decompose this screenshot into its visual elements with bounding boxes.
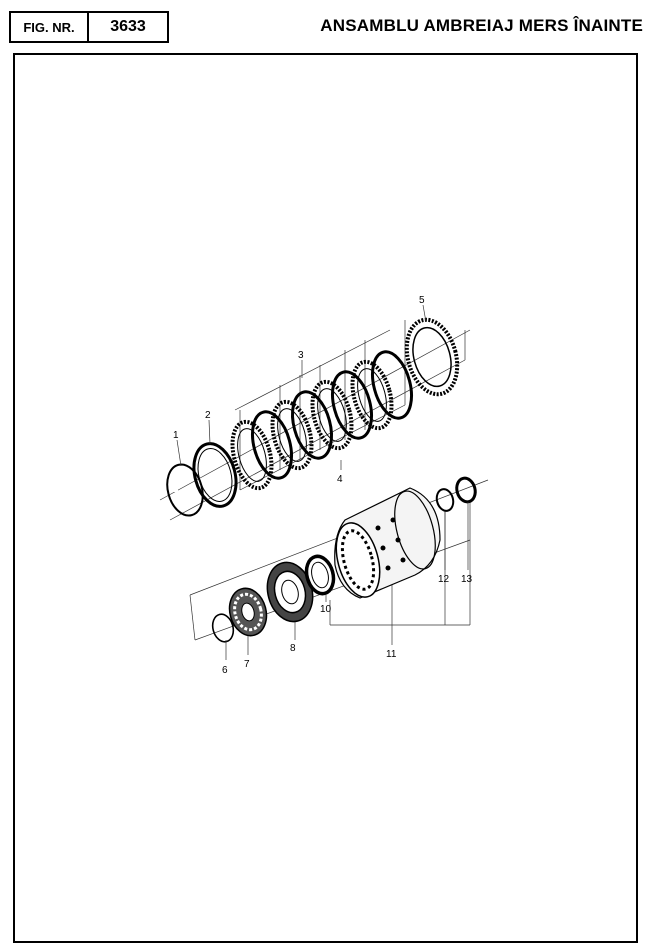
part-backing-plate: [404, 317, 460, 397]
figure-number-box: FIG. NR. 3633: [9, 11, 169, 43]
part-clutch-disc-stack: [230, 350, 413, 491]
callout-7: 7: [244, 659, 250, 670]
callout-5: 5: [419, 295, 425, 306]
part-piston: [266, 561, 314, 623]
callout-11: 11: [386, 649, 397, 660]
callout-12: 12: [438, 574, 450, 585]
part-bushing: [435, 488, 455, 512]
figure-number: 3633: [110, 18, 146, 35]
callout-labels: 1 2 3 4 5 6 7 8 10 11 12 13: [173, 295, 473, 676]
part-snap-ring: [166, 463, 204, 517]
callout-4: 4: [337, 474, 343, 485]
drawing-frame: [13, 53, 638, 943]
figure-label: FIG. NR.: [11, 13, 89, 41]
callout-3: 3: [298, 350, 304, 361]
part-roller-hub: [228, 587, 268, 637]
part-small-snap-ring: [211, 613, 235, 643]
part-clutch-drum: [334, 487, 441, 599]
callout-10: 10: [320, 604, 332, 615]
leader-lines: [176, 304, 469, 660]
callout-2: 2: [205, 410, 211, 421]
callout-13: 13: [461, 574, 473, 585]
part-thrust-washer: [455, 476, 477, 504]
page-title: ANSAMBLU AMBREIAJ MERS ÎNAINTE: [320, 16, 643, 35]
callout-6: 6: [222, 665, 228, 676]
part-pressure-plate: [192, 442, 238, 508]
callout-1: 1: [173, 430, 179, 441]
part-seal: [304, 554, 336, 596]
callout-8: 8: [290, 643, 296, 654]
